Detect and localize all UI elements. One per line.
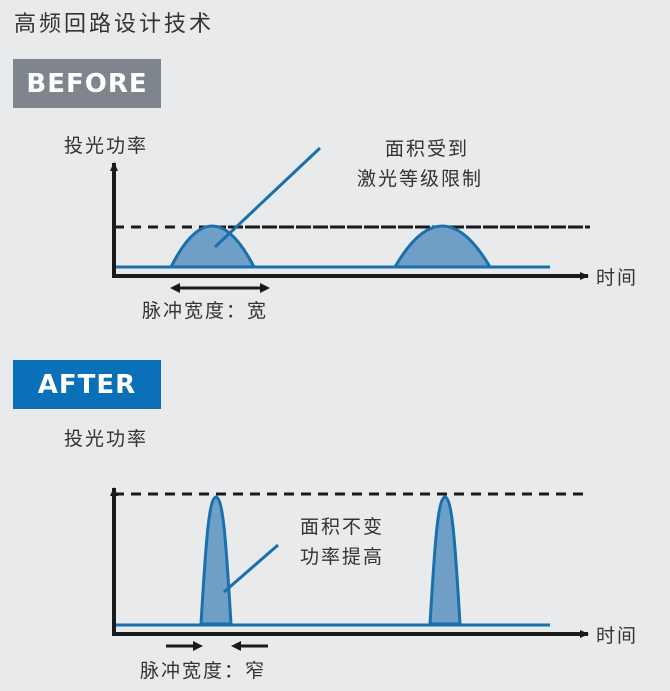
before-annotation-line1: 面积受到 [385, 138, 470, 160]
after-y-axis-label: 投光功率 [64, 428, 149, 450]
before-annotation-line2: 激光等级限制 [357, 168, 484, 190]
wide-pulse-1 [168, 224, 257, 269]
narrow-pulse-2 [428, 495, 462, 626]
after-annotation-line1: 面积不变 [300, 516, 385, 538]
annotation-leader-line [223, 543, 279, 594]
before-badge: BEFORE [13, 59, 161, 108]
before-chart [110, 146, 590, 293]
narrow-pulse-1 [199, 495, 233, 626]
after-x-axis-label: 时间 [596, 625, 639, 647]
after-badge: AFTER [13, 360, 161, 409]
wide-pulse-2 [392, 224, 493, 269]
before-x-axis-label: 时间 [596, 267, 639, 289]
before-pulse-width-label: 脉冲宽度：宽 [142, 300, 269, 322]
page-title: 高频回路设计技术 [14, 12, 215, 37]
annotation-leader-line [213, 146, 322, 249]
before-y-axis-label: 投光功率 [64, 135, 149, 157]
after-chart [110, 487, 590, 651]
after-annotation-line2: 功率提高 [300, 546, 385, 568]
after-pulse-width-label: 脉冲宽度：窄 [140, 660, 267, 682]
